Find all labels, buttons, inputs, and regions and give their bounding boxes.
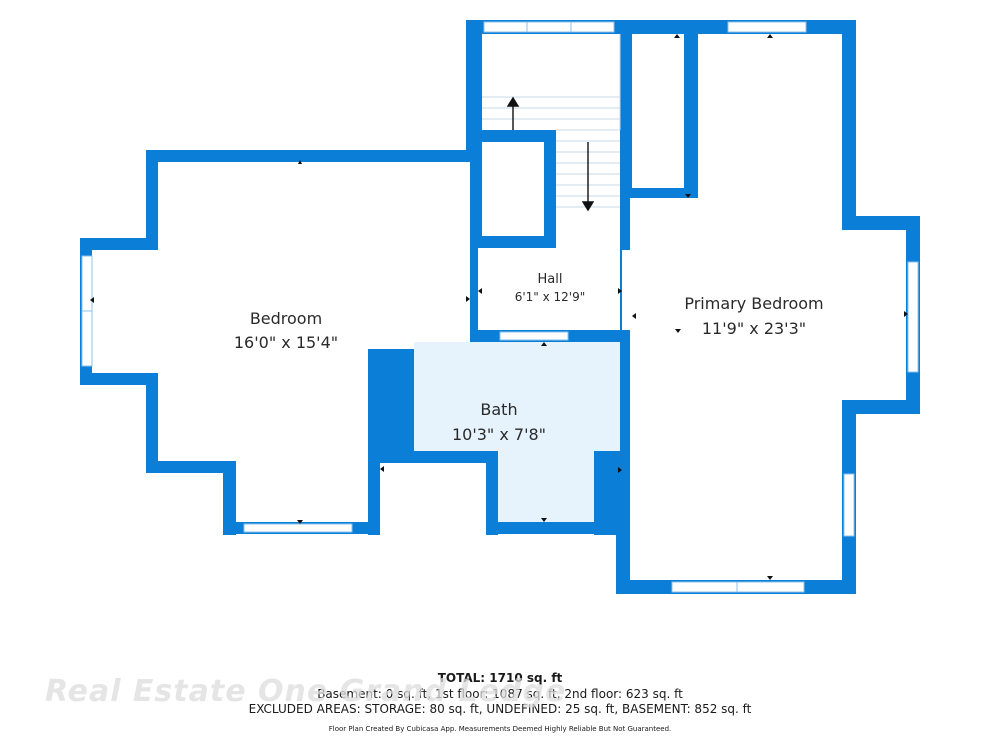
door-marker-icon: [541, 342, 547, 346]
door-marker-icon: [298, 160, 302, 164]
window-stair-top: [483, 21, 615, 33]
window-primary-right-lower: [843, 473, 855, 537]
bedroom-bay-bottom-wall: [80, 373, 158, 385]
arrow-up-icon: [506, 96, 520, 107]
window-primary-bottom: [671, 581, 805, 593]
stair-left-wall: [466, 20, 482, 150]
door-marker-icon: [675, 329, 681, 333]
door-marker-icon: [541, 518, 547, 522]
floor-areas: Basement: 0 sq. ft, 1st floor: 1087 sq. …: [317, 687, 683, 701]
stair-arrows: [506, 96, 595, 212]
door-marker-icon: [478, 288, 482, 294]
bedroom-right-upper-wall: [470, 150, 482, 240]
window-primary-top: [727, 21, 807, 33]
hall-primary-opening: [622, 250, 632, 330]
bath-left-mass: [368, 349, 414, 463]
watermark: Real Estate One Grand Ledge: [45, 674, 567, 709]
primary-bedroom-dimensions: 11'9" x 23'3": [702, 319, 806, 338]
credit-note: Floor Plan Created By Cubicasa App. Meas…: [328, 725, 672, 733]
bedroom-lower-step-wall: [146, 461, 236, 473]
stair-upper-floor: [482, 34, 620, 130]
primary-bedroom-floor: [630, 34, 906, 580]
door-marker-icon: [380, 466, 384, 472]
closet-divider-bottom: [626, 188, 698, 198]
hall-name: Hall: [538, 272, 563, 287]
excluded-areas: EXCLUDED AREAS: STORAGE: 80 sq. ft, UNDE…: [248, 702, 752, 716]
bath-inner-left-wall: [486, 451, 498, 535]
closet-right-wall: [544, 130, 556, 248]
bedroom-left-lower-wall: [146, 373, 158, 473]
primary-bay-top-wall: [842, 216, 920, 230]
door-marker-icon: [685, 194, 691, 198]
primary-right-upper-wall: [842, 20, 856, 230]
bedroom-upper-floor: [158, 162, 470, 250]
bath-dimensions: 10'3" x 7'8": [452, 425, 546, 444]
door-marker-icon: [466, 296, 470, 302]
bedroom-bay-top-wall: [80, 238, 158, 250]
door-marker-icon: [767, 34, 773, 38]
closet-top-wall: [470, 130, 556, 142]
window-bedroom-bottom: [243, 523, 353, 533]
closet-bottom-wall: [470, 236, 556, 248]
door-markers: [90, 34, 908, 580]
door-marker-icon: [632, 313, 636, 319]
bath-name: Bath: [480, 400, 517, 419]
bedroom-name: Bedroom: [250, 309, 322, 328]
bedroom-left-upper-wall: [146, 150, 158, 250]
primary-closet-floor: [632, 34, 684, 188]
floors: [92, 34, 906, 580]
window-primary-right: [907, 261, 919, 373]
door-marker-icon: [674, 34, 680, 38]
door-marker-icon: [767, 576, 773, 580]
bath-floor: [414, 342, 620, 522]
windows: [81, 21, 919, 593]
bedroom-top-wall: [146, 150, 478, 162]
door-marker-icon: [618, 467, 622, 473]
closet-floor: [482, 142, 544, 236]
room-labels: Bedroom 16'0" x 15'4" Hall 6'1" x 12'9" …: [234, 272, 824, 444]
arrow-down-icon: [581, 201, 595, 212]
primary-bedroom-name: Primary Bedroom: [684, 294, 823, 313]
door-marker-icon: [297, 520, 303, 524]
total-area: TOTAL: 1710 sq. ft: [437, 671, 563, 685]
bath-lower-left-wall: [380, 451, 498, 463]
window-bath-top: [499, 331, 569, 341]
bedroom-dimensions: 16'0" x 15'4": [234, 333, 338, 352]
door-marker-icon: [90, 297, 94, 303]
hall-dimensions: 6'1" x 12'9": [515, 290, 586, 304]
door-marker-icon: [904, 311, 908, 317]
hall-floor: [478, 248, 620, 330]
bedroom-bottom-left-wall: [223, 461, 236, 535]
closet-divider-wall: [684, 20, 698, 198]
primary-bay-bottom-wall: [842, 400, 920, 414]
door-marker-icon: [618, 288, 622, 294]
